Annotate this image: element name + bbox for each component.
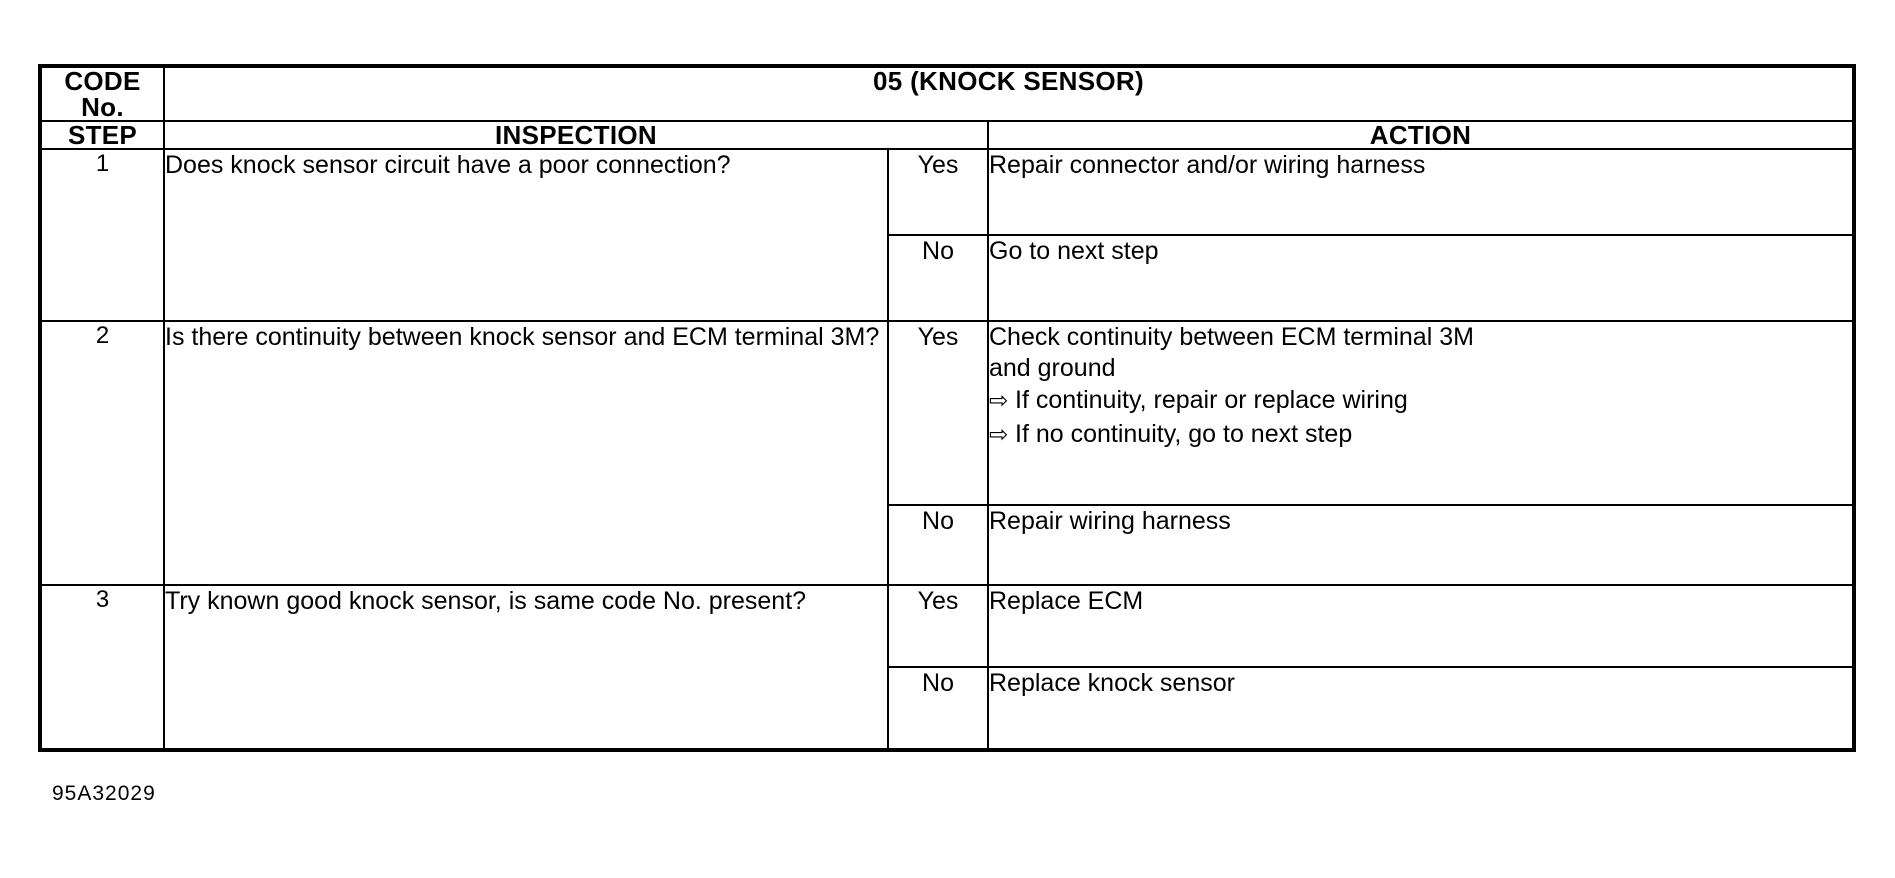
- list-item: ⇨If no continuity, go to next step: [989, 418, 1852, 452]
- inspection-text-3: Try known good knock sensor, is same cod…: [163, 584, 889, 751]
- table-row: No Go to next step: [40, 234, 1856, 322]
- answer-yes-3: Yes: [887, 584, 989, 668]
- column-header-inspection: INSPECTION: [163, 120, 989, 150]
- action-text-2-yes: Check continuity between ECM terminal 3M…: [986, 320, 1856, 506]
- step-number-1: 1: [39, 148, 165, 322]
- column-header-step: STEP: [39, 120, 165, 150]
- action-text-3-yes: Replace ECM: [986, 584, 1856, 668]
- answer-yes-1: Yes: [887, 148, 989, 236]
- action-text-3-no: Replace knock sensor: [986, 666, 1856, 751]
- diagnostic-code-table: CODE No. 05 (KNOCK SENSOR) STEP INSPECTI…: [38, 64, 1857, 752]
- arrow-right-icon: ⇨: [989, 388, 1009, 414]
- action-line-secondary-2: and ground: [989, 354, 1116, 382]
- answer-yes-2: Yes: [887, 320, 989, 506]
- code-no-value: 05 (KNOCK SENSOR): [162, 65, 1856, 122]
- table-row: 3 Try known good knock sensor, is same c…: [39, 584, 1856, 751]
- figure-reference-code: 95A32029: [52, 782, 156, 805]
- bullet-text: If no continuity, go to next step: [1015, 420, 1353, 448]
- action-bullet-list-2: ⇨If continuity, repair or replace wiring…: [989, 384, 1852, 452]
- action-text-1-yes: Repair connector and/or wiring harness: [986, 148, 1856, 236]
- answer-no-1: No: [887, 234, 989, 322]
- code-no-label: CODE No.: [39, 65, 165, 122]
- bullet-text: If continuity, repair or replace wiring: [1015, 386, 1408, 414]
- step-number-2: 2: [39, 320, 165, 586]
- action-text-2-no: Repair wiring harness: [986, 504, 1856, 586]
- table-row: No Replace knock sensor: [40, 666, 1856, 751]
- table-row: 1 Does knock sensor circuit have a poor …: [39, 148, 1856, 322]
- table-header-code-row: CODE No. 05 (KNOCK SENSOR): [39, 65, 1856, 122]
- table-column-heading-row: STEP INSPECTION ACTION: [39, 120, 1856, 150]
- table-row: No Repair wiring harness: [40, 504, 1856, 586]
- action-text-1-no: Go to next step: [986, 234, 1856, 322]
- inspection-text-1: Does knock sensor circuit have a poor co…: [163, 148, 889, 322]
- answer-no-2: No: [887, 504, 989, 586]
- answer-no-3: No: [887, 666, 989, 751]
- action-line-primary-2: Check continuity between ECM terminal 3M: [989, 323, 1474, 351]
- step-number-3: 3: [39, 584, 165, 751]
- arrow-right-icon: ⇨: [989, 422, 1009, 448]
- table-row: 2 Is there continuity between knock sens…: [39, 320, 1856, 586]
- column-header-action: ACTION: [986, 120, 1856, 150]
- list-item: ⇨If continuity, repair or replace wiring: [989, 384, 1852, 418]
- inspection-text-2: Is there continuity between knock sensor…: [163, 320, 889, 586]
